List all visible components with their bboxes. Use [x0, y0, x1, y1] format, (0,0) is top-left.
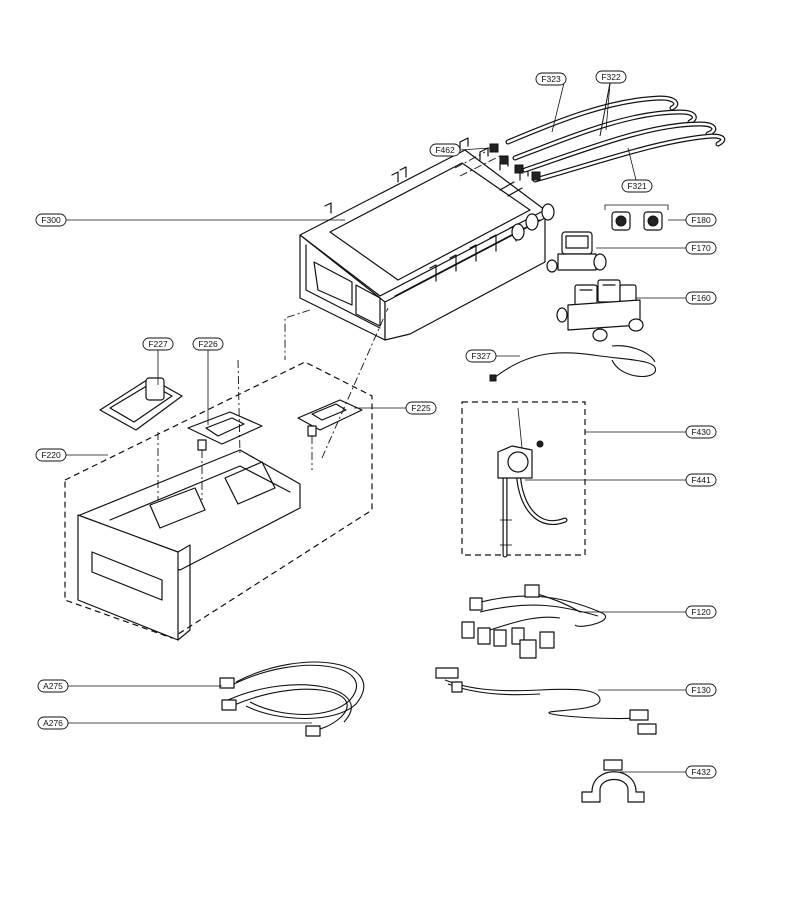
softener-cap	[99, 377, 183, 431]
dispenser-housing	[299, 137, 555, 341]
label-F441: F441	[685, 473, 717, 487]
detergent-insert	[187, 411, 263, 451]
label-F323: F323	[535, 72, 567, 86]
label-text: F130	[691, 685, 711, 695]
label-text: F323	[541, 74, 561, 84]
wire-harness-main	[461, 584, 607, 659]
label-F432: F432	[685, 765, 717, 779]
double-water-valve	[556, 279, 644, 342]
label-text: F225	[411, 403, 431, 413]
assembly-lines	[157, 307, 389, 500]
label-text: F300	[41, 215, 61, 225]
label-text: F432	[691, 767, 711, 777]
label-text: F327	[471, 351, 491, 361]
label-text: A275	[43, 681, 63, 691]
label-F321: F321	[621, 179, 653, 193]
label-text: F462	[435, 145, 455, 155]
label-text: F430	[691, 427, 711, 437]
label-F462: F462	[429, 143, 461, 157]
label-F120: F120	[685, 605, 717, 619]
wire-harness-secondary	[435, 667, 657, 735]
label-text: F220	[41, 450, 61, 460]
leader-lines	[66, 82, 686, 773]
label-F160: F160	[685, 291, 717, 305]
drain-hose-assembly	[461, 401, 586, 558]
label-text: F227	[148, 339, 168, 349]
label-F322: F322	[595, 70, 627, 84]
label-text: F441	[691, 475, 711, 485]
label-A276: A276	[37, 716, 69, 730]
label-text: A276	[43, 718, 63, 728]
label-text: F322	[601, 72, 621, 82]
label-text: F180	[691, 215, 711, 225]
label-F327: F327	[465, 349, 497, 363]
label-F226: F226	[192, 337, 224, 351]
drawer-assembly	[64, 361, 373, 641]
label-F430: F430	[685, 425, 717, 439]
single-water-valve	[546, 231, 607, 273]
label-A275: A275	[37, 679, 69, 693]
valve-knobs	[604, 204, 669, 231]
label-text: F120	[691, 607, 711, 617]
inlet-hoses	[219, 661, 365, 737]
label-text: F321	[627, 181, 647, 191]
hose-clamp	[581, 759, 645, 803]
label-F170: F170	[685, 241, 717, 255]
label-F220: F220	[35, 448, 67, 462]
label-F180: F180	[685, 213, 717, 227]
label-F300: F300	[35, 213, 67, 227]
label-text: F226	[198, 339, 218, 349]
label-F130: F130	[685, 683, 717, 697]
label-text: F170	[691, 243, 711, 253]
label-F225: F225	[405, 401, 437, 415]
bleach-insert	[297, 399, 363, 437]
hoses-group	[489, 95, 726, 183]
label-text: F160	[691, 293, 711, 303]
ground-wire	[489, 345, 656, 382]
label-F227: F227	[142, 337, 174, 351]
